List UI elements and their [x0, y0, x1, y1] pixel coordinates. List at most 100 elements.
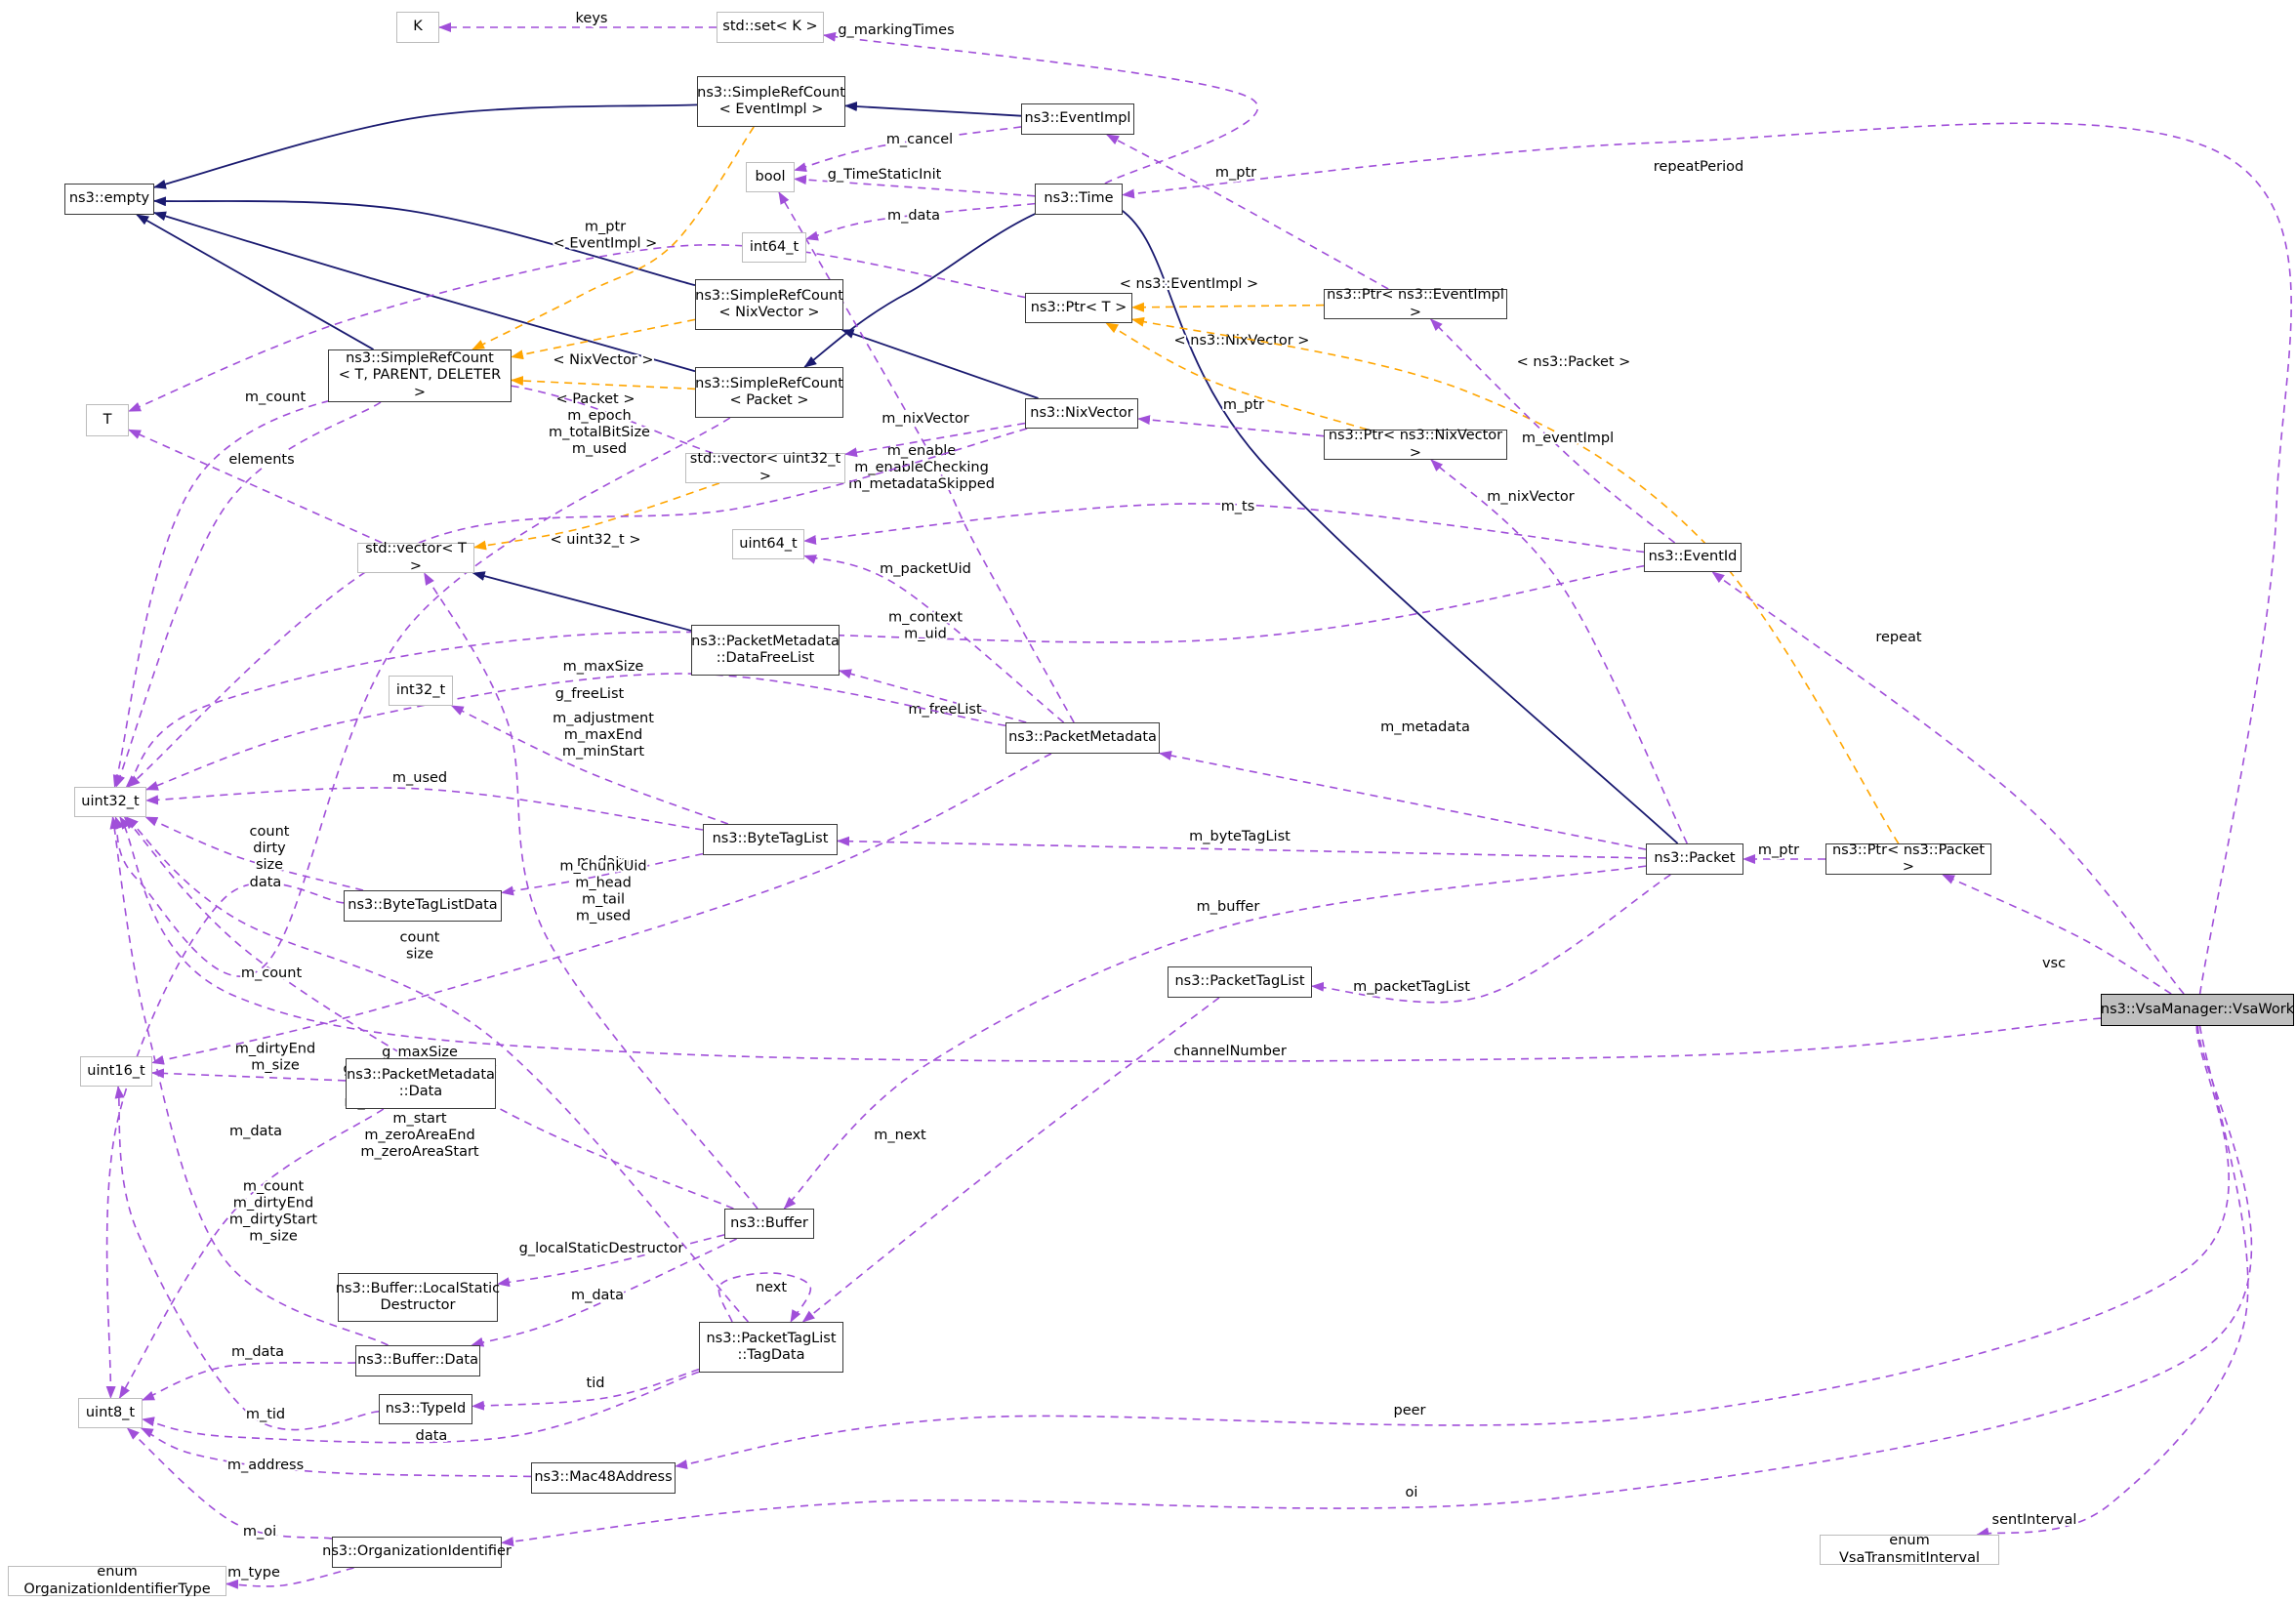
class-node-packet[interactable]: ns3::Packet — [1646, 843, 1743, 875]
edge-label--uint32_t-: < uint32_t > — [551, 532, 641, 548]
edge-time-int64-20 — [805, 202, 1036, 241]
edge-eventimpl-src_eventimpl-0 — [844, 102, 1022, 117]
edge-typeid-uint16-61 — [114, 1086, 380, 1431]
class-node-packettaglist[interactable]: ns3::PacketTagList — [1168, 966, 1312, 998]
edge-label-m_ptr: m_ptr — [1215, 165, 1256, 181]
class-node-bytetaglist[interactable]: ns3::ByteTagList — [703, 824, 838, 855]
edge-datafreelist-vec_t-7 — [472, 571, 692, 632]
edge-nixvector-vec_u32-27 — [844, 422, 1026, 458]
edge-label-m_count: m_count — [241, 965, 303, 981]
class-node-set_k[interactable]: std::set< K > — [717, 12, 824, 43]
edge-label-sentInterval: sentInterval — [1992, 1512, 2077, 1528]
edge-label-m_maxSize: m_maxSize — [563, 659, 644, 675]
class-node-packetmetadata[interactable]: ns3::PacketMetadata — [1005, 722, 1160, 754]
edge-src_packet-empty-3 — [153, 211, 696, 373]
class-node-src_tpd[interactable]: ns3::SimpleRefCount < T, PARENT, DELETER… — [328, 349, 512, 402]
class-node-vec_u32[interactable]: std::vector< uint32_t > — [685, 451, 845, 484]
class-node-localstatic[interactable]: ns3::Buffer::LocalStatic Destructor — [336, 1273, 500, 1322]
edge-label-m_ts: m_ts — [1221, 499, 1255, 514]
class-node-orgid[interactable]: ns3::OrganizationIdentifier — [322, 1537, 512, 1568]
edge-bytetaglistdata-uint8-63 — [105, 882, 345, 1399]
class-node-vec_t[interactable]: std::vector< T > — [357, 541, 474, 574]
edge-orgid-enum_orgtype-68 — [226, 1567, 354, 1589]
edge-label-m_data: m_data — [577, 854, 630, 870]
class-node-uint64[interactable]: uint64_t — [732, 529, 804, 559]
edge-tagdata-typeid-60 — [472, 1368, 700, 1411]
edge-nixvector-src_nixvector-5 — [840, 329, 1039, 399]
edge-label-keys: keys — [576, 11, 608, 26]
edge-nixvector-uint32-28 — [127, 428, 1028, 788]
edge-label--ns3-EventImpl-: < ns3::EventImpl > — [1120, 276, 1258, 292]
class-node-src_eventimpl[interactable]: ns3::SimpleRefCount < EventImpl > — [697, 76, 845, 127]
class-node-ptr_packet[interactable]: ns3::Ptr< ns3::Packet > — [1825, 842, 1991, 875]
edge-src_nixvector-empty-2 — [153, 196, 696, 287]
class-node-enum_vsati[interactable]: enum VsaTransmitInterval — [1820, 1533, 1999, 1566]
edge-eventid-uint64-32 — [803, 503, 1645, 554]
class-node-bool[interactable]: bool — [746, 162, 795, 192]
class-node-t[interactable]: T — [86, 404, 129, 436]
class-node-ptr_eventimpl[interactable]: ns3::Ptr< ns3::EventImpl > — [1324, 287, 1507, 320]
class-node-eventimpl[interactable]: ns3::EventImpl — [1021, 103, 1134, 135]
class-node-typeid[interactable]: ns3::TypeId — [379, 1394, 472, 1424]
edge-label-g_localStaticDestructor: g_localStaticDestructor — [519, 1241, 684, 1256]
class-node-buffer[interactable]: ns3::Buffer — [724, 1209, 814, 1239]
edge-packet-bytetaglist-42 — [837, 836, 1647, 859]
class-node-bytetaglistdata[interactable]: ns3::ByteTagListData — [344, 890, 502, 922]
class-node-pmd_data[interactable]: ns3::PacketMetadata ::Data — [346, 1058, 496, 1109]
edge-label-m_oi: m_oi — [243, 1524, 276, 1540]
edge-label-m_nixVector: m_nixVector — [1487, 489, 1574, 505]
class-node-uint16[interactable]: uint16_t — [80, 1056, 152, 1087]
class-node-src_packet[interactable]: ns3::SimpleRefCount < Packet > — [695, 367, 843, 418]
class-node-nixvector[interactable]: ns3::NixVector — [1025, 398, 1138, 429]
class-node-buffer_data[interactable]: ns3::Buffer::Data — [355, 1345, 480, 1376]
edge-vsawork-uint32-48 — [119, 816, 2102, 1062]
edge-label-m_ptr: m_ptr — [1758, 842, 1799, 858]
edge-label-m_ptr: m_ptr — [1223, 397, 1264, 413]
edge-label-m_nixVector: m_nixVector — [882, 411, 968, 427]
class-node-ptr_nixvector[interactable]: ns3::Ptr< ns3::NixVector > — [1324, 428, 1507, 461]
edge-orgid-uint8-67 — [126, 1427, 333, 1540]
edge-src_eventimpl-empty-1 — [153, 103, 698, 189]
class-node-src_nixvector[interactable]: ns3::SimpleRefCount < NixVector > — [695, 279, 843, 330]
edge-time-set_k-16 — [823, 31, 1259, 185]
edge-pmd_data-uint16-49 — [151, 1068, 347, 1082]
class-node-time[interactable]: ns3::Time — [1035, 184, 1123, 215]
edge-label--ns3-Packet-: < ns3::Packet > — [1517, 354, 1631, 370]
edge-label-repeatPeriod: repeatPeriod — [1654, 159, 1743, 175]
class-node-int64[interactable]: int64_t — [742, 232, 806, 263]
edge-label-channelNumber: channelNumber — [1173, 1044, 1287, 1059]
class-node-tagdata[interactable]: ns3::PacketTagList ::TagData — [699, 1322, 843, 1373]
edge-bytetaglistdata-uint32-41 — [144, 816, 364, 891]
class-node-empty[interactable]: ns3::empty — [64, 184, 154, 215]
edge-label-m_ptr: m_ptr< EventImpl > — [554, 220, 658, 252]
class-node-uint32[interactable]: uint32_t — [74, 787, 146, 817]
class-node-eventid[interactable]: ns3::EventId — [1644, 543, 1742, 572]
edge-label-vsc: vsc — [2042, 956, 2066, 971]
edge-eventid-uint32-34 — [125, 564, 1645, 788]
class-node-int32[interactable]: int32_t — [389, 676, 453, 706]
edge-ptr_t-t-23 — [128, 244, 1026, 413]
class-node-datafreelist[interactable]: ns3::PacketMetadata ::DataFreeList — [691, 625, 840, 676]
class-node-mac48[interactable]: ns3::Mac48Address — [531, 1462, 676, 1494]
class-node-enum_orgtype[interactable]: enum OrganizationIdentifierType — [8, 1564, 226, 1597]
edge-label-m_next: m_next — [874, 1128, 926, 1143]
edge-label-m_byteTagList: m_byteTagList — [1189, 829, 1291, 844]
edge-label-m_eventImpl: m_eventImpl — [1522, 431, 1614, 446]
edge-label-m_packetTagList: m_packetTagList — [1353, 979, 1470, 995]
class-node-uint8[interactable]: uint8_t — [78, 1398, 143, 1428]
class-node-k[interactable]: K — [396, 12, 439, 43]
edge-label-tid: tid — [587, 1376, 605, 1391]
edge-buffer_data-uint32-53 — [109, 816, 389, 1346]
class-node-ptr_t[interactable]: ns3::Ptr< T > — [1025, 293, 1132, 323]
edge-label-m_tid: m_tid — [246, 1407, 285, 1422]
edge-label-oi: oi — [1406, 1485, 1418, 1500]
edge-label-m_data: m_data — [887, 208, 940, 224]
edge-src_eventimpl-src_tpd-11 — [472, 126, 755, 350]
edge-src_tpd-uint32-24 — [115, 401, 382, 788]
edge-vec_u32-vec_t-14 — [473, 482, 720, 551]
class-node-vsawork[interactable]: ns3::VsaManager::VsaWork — [2101, 994, 2294, 1026]
